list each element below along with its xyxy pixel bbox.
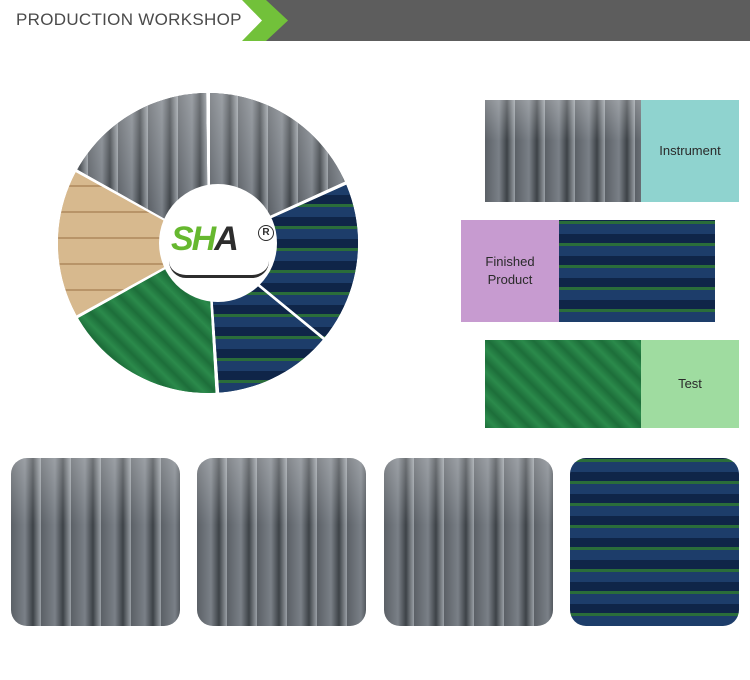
test-photo [485, 340, 641, 428]
registered-mark-icon: R [258, 225, 274, 241]
logo-disc [159, 184, 277, 302]
page-title: PRODUCTION WORKSHOP [16, 10, 242, 29]
instrument-label: Instrument [641, 100, 739, 202]
workshop-photo-3 [384, 458, 553, 626]
logo-text-dark: A [214, 220, 239, 258]
finished-product-label: Finished Product [461, 220, 559, 322]
logo-text-green: SH [171, 220, 216, 258]
workshop-circle-collage: SHA R [58, 93, 358, 393]
finished-product-photo [559, 220, 715, 322]
header-banner: PRODUCTION WORKSHOP [0, 0, 750, 41]
test-label: Test [641, 340, 739, 428]
instrument-photo [485, 100, 641, 202]
workshop-photo-2 [197, 458, 366, 626]
logo-swoosh [169, 261, 269, 278]
workshop-photo-1 [11, 458, 180, 626]
workshop-photo-4 [570, 458, 739, 626]
header-title-panel [0, 0, 262, 41]
brand-logo: SHA [171, 220, 239, 259]
